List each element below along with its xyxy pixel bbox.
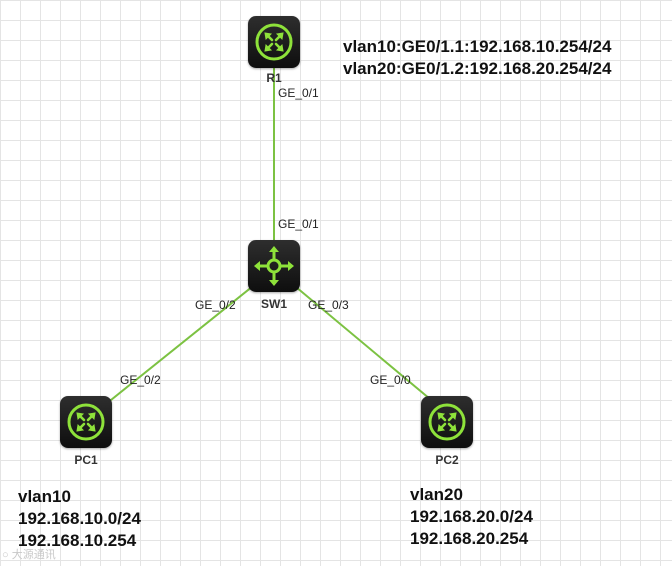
note-line: vlan20:GE0/1.2:192.168.20.254/24 bbox=[343, 59, 612, 78]
port-label-sw1-ge0-3: GE_0/3 bbox=[308, 298, 349, 312]
note-line: 192.168.10.254 bbox=[18, 531, 137, 550]
link-sw1-pc1[interactable] bbox=[105, 281, 259, 405]
note-line: 192.168.20.0/24 bbox=[410, 507, 533, 526]
note-line: vlan10 bbox=[18, 487, 71, 506]
device-label-sw1: SW1 bbox=[260, 297, 287, 311]
port-label-sw1-ge0-1: GE_0/1 bbox=[278, 217, 319, 231]
note-line: 192.168.10.0/24 bbox=[18, 509, 141, 528]
device-label-pc1: PC1 bbox=[74, 453, 98, 467]
device-label-pc2: PC2 bbox=[435, 453, 459, 467]
device-pc2[interactable] bbox=[421, 396, 473, 448]
router-icon bbox=[67, 403, 105, 441]
pc2-network-notes: vlan20 192.168.20.0/24 192.168.20.254 bbox=[410, 484, 533, 550]
device-r1[interactable] bbox=[248, 16, 300, 68]
switch-icon bbox=[254, 246, 294, 286]
device-pc1[interactable] bbox=[60, 396, 112, 448]
pc1-network-notes: vlan10 192.168.10.0/24 192.168.10.254 bbox=[18, 486, 141, 552]
link-sw1-pc2[interactable] bbox=[289, 281, 437, 405]
port-label-r1-ge0-1: GE_0/1 bbox=[278, 86, 319, 100]
device-label-r1: R1 bbox=[266, 71, 282, 85]
watermark: ○ 大源通讯 bbox=[2, 549, 56, 561]
note-line: 192.168.20.254 bbox=[410, 529, 529, 548]
router-icon bbox=[255, 23, 293, 61]
note-line: vlan10:GE0/1.1:192.168.10.254/24 bbox=[343, 37, 612, 56]
router-icon bbox=[428, 403, 466, 441]
r1-subinterface-notes: vlan10:GE0/1.1:192.168.10.254/24 vlan20:… bbox=[343, 36, 611, 80]
port-label-pc2-ge0-0: GE_0/0 bbox=[370, 373, 411, 387]
port-label-sw1-ge0-2: GE_0/2 bbox=[195, 298, 236, 312]
note-line: vlan20 bbox=[410, 485, 463, 504]
port-label-pc1-ge0-2: GE_0/2 bbox=[120, 373, 161, 387]
device-sw1[interactable] bbox=[248, 240, 300, 292]
